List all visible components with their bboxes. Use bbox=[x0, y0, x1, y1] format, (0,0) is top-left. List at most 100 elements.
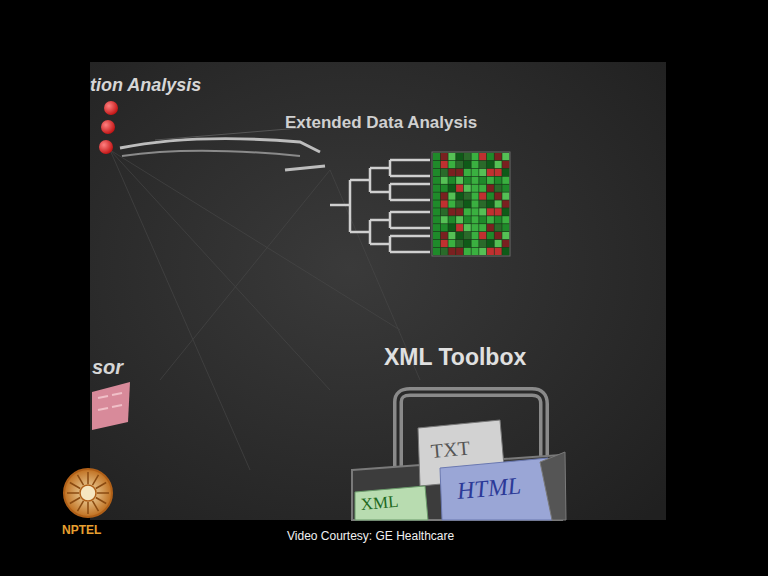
heat-cell bbox=[472, 240, 479, 247]
heat-cell bbox=[487, 177, 494, 184]
heat-cell bbox=[441, 200, 448, 207]
heat-cell bbox=[448, 224, 455, 231]
heat-cell bbox=[448, 153, 455, 160]
logo-spoke bbox=[96, 498, 106, 504]
heat-cell bbox=[441, 208, 448, 215]
heat-cell bbox=[487, 185, 494, 192]
heat-cell bbox=[479, 240, 486, 247]
heat-cell bbox=[487, 153, 494, 160]
heat-cell bbox=[502, 216, 509, 223]
sensor-card bbox=[92, 382, 130, 430]
heat-cell bbox=[479, 169, 486, 176]
heat-cell bbox=[456, 169, 463, 176]
heat-cell bbox=[448, 177, 455, 184]
section-heading: sor bbox=[92, 356, 123, 378]
heat-cell bbox=[456, 240, 463, 247]
heat-cell bbox=[479, 248, 486, 255]
heat-cell bbox=[502, 208, 509, 215]
heat-cell bbox=[502, 200, 509, 207]
heat-cell bbox=[464, 224, 471, 231]
heat-cell bbox=[464, 240, 471, 247]
heat-cell bbox=[495, 216, 502, 223]
logo-spoke bbox=[87, 472, 89, 484]
heat-cell bbox=[433, 193, 440, 200]
heat-cell bbox=[472, 169, 479, 176]
heat-cell bbox=[448, 232, 455, 239]
heat-cell bbox=[433, 232, 440, 239]
heat-cell bbox=[441, 216, 448, 223]
heat-cell bbox=[487, 200, 494, 207]
heat-cell bbox=[495, 193, 502, 200]
file-type-label: HTML bbox=[456, 472, 522, 504]
logo-spoke bbox=[97, 492, 109, 494]
section-heading: XML Toolbox bbox=[384, 345, 526, 370]
heat-cell bbox=[464, 200, 471, 207]
heat-cell bbox=[472, 248, 479, 255]
nptel-logo bbox=[64, 469, 112, 517]
heat-cell bbox=[487, 232, 494, 239]
heat-cell bbox=[495, 240, 502, 247]
heat-cell bbox=[433, 169, 440, 176]
heat-cell bbox=[495, 185, 502, 192]
section-heading: Extended Data Analysis bbox=[285, 114, 477, 133]
heat-cell bbox=[472, 185, 479, 192]
heat-cell bbox=[441, 232, 448, 239]
heat-cell bbox=[495, 177, 502, 184]
heat-cell bbox=[502, 161, 509, 168]
heat-cell bbox=[464, 208, 471, 215]
heat-cell bbox=[448, 240, 455, 247]
heat-cell bbox=[479, 232, 486, 239]
heat-cell bbox=[448, 248, 455, 255]
heat-cell bbox=[472, 224, 479, 231]
heat-cell bbox=[441, 185, 448, 192]
heat-cell bbox=[464, 185, 471, 192]
heat-cell bbox=[441, 153, 448, 160]
heat-cell bbox=[433, 248, 440, 255]
heat-cell bbox=[495, 200, 502, 207]
logo-text: NPTEL bbox=[62, 524, 101, 537]
heat-cell bbox=[433, 216, 440, 223]
heat-cell bbox=[487, 224, 494, 231]
credit-caption: Video Courtesy: GE Healthcare bbox=[287, 530, 454, 543]
heat-cell bbox=[433, 153, 440, 160]
heat-cell bbox=[495, 153, 502, 160]
heat-cell bbox=[502, 153, 509, 160]
heat-cell bbox=[479, 216, 486, 223]
logo-spoke bbox=[67, 492, 79, 494]
heat-cell bbox=[464, 232, 471, 239]
heat-map bbox=[432, 152, 510, 256]
heat-cell bbox=[441, 161, 448, 168]
logo-spoke bbox=[70, 498, 80, 504]
screen-panel bbox=[90, 62, 666, 520]
heat-cell bbox=[495, 224, 502, 231]
logo-spoke bbox=[70, 483, 80, 489]
heat-cell bbox=[464, 216, 471, 223]
heat-cell bbox=[487, 248, 494, 255]
heat-cell bbox=[448, 193, 455, 200]
heat-cell bbox=[487, 169, 494, 176]
heat-cell bbox=[479, 193, 486, 200]
heat-cell bbox=[472, 177, 479, 184]
logo-spoke bbox=[78, 501, 84, 511]
heat-cell bbox=[441, 224, 448, 231]
heat-cell bbox=[448, 185, 455, 192]
heat-cell bbox=[433, 161, 440, 168]
heat-cell bbox=[456, 185, 463, 192]
heat-cell bbox=[479, 161, 486, 168]
dendrogram bbox=[330, 160, 430, 252]
heat-cell bbox=[441, 169, 448, 176]
sample-dots bbox=[99, 101, 118, 154]
heat-cell bbox=[472, 193, 479, 200]
xml-toolbox bbox=[352, 392, 566, 520]
heat-cell bbox=[441, 240, 448, 247]
heat-cell bbox=[502, 177, 509, 184]
heat-cell bbox=[433, 224, 440, 231]
heat-cell bbox=[472, 208, 479, 215]
heat-cell bbox=[487, 240, 494, 247]
heat-cell bbox=[456, 248, 463, 255]
heat-cell bbox=[464, 161, 471, 168]
section-heading: tion Analysis bbox=[90, 76, 201, 96]
heat-cell bbox=[441, 177, 448, 184]
heat-cell bbox=[502, 169, 509, 176]
heat-cell bbox=[441, 193, 448, 200]
